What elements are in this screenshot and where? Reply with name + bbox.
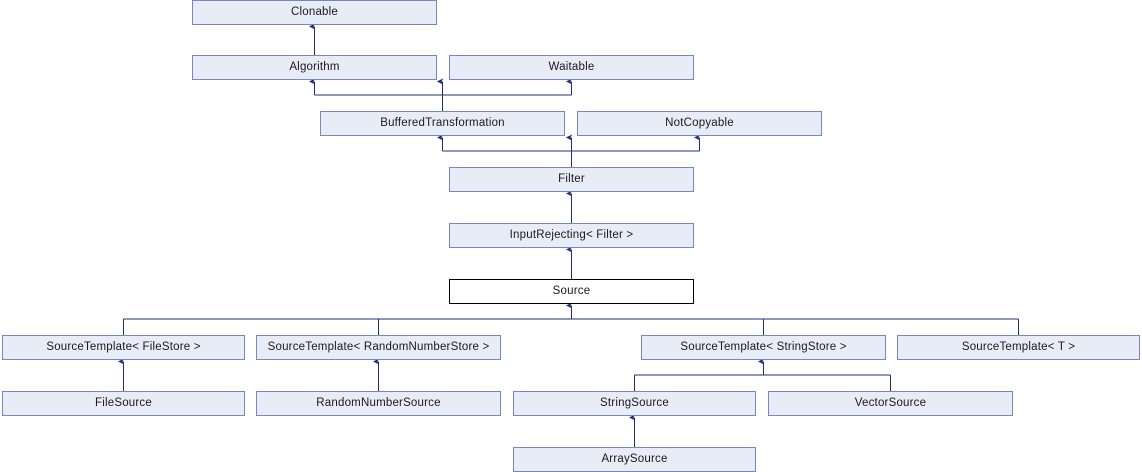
class-node-label: StringSource (600, 396, 669, 409)
class-node-inputrejecting[interactable]: InputRejecting< Filter > (449, 223, 694, 248)
class-node-st-t[interactable]: SourceTemplate< T > (897, 335, 1140, 360)
class-node-label: NotCopyable (665, 116, 734, 129)
class-node-label: SourceTemplate< T > (961, 340, 1076, 353)
class-node-bufferedtransformation[interactable]: BufferedTransformation (320, 111, 565, 136)
class-node-label: Filter (558, 172, 585, 185)
class-node-clonable[interactable]: Clonable (192, 0, 437, 25)
class-node-label: Clonable (291, 5, 338, 18)
class-node-label: Algorithm (289, 60, 340, 73)
class-node-label: Waitable (548, 60, 595, 73)
class-node-st-filestore[interactable]: SourceTemplate< FileStore > (2, 335, 245, 360)
class-node-filter[interactable]: Filter (449, 167, 694, 192)
class-node-label: Source (552, 284, 591, 297)
class-node-label: ArraySource (601, 452, 668, 465)
class-node-label: SourceTemplate< RandomNumberStore > (267, 340, 490, 353)
class-node-label: SourceTemplate< StringStore > (680, 340, 847, 353)
class-node-algorithm[interactable]: Algorithm (192, 55, 437, 80)
class-node-st-stringstore[interactable]: SourceTemplate< StringStore > (641, 335, 886, 360)
class-node-label: VectorSource (854, 396, 927, 409)
class-node-randomnumbersource[interactable]: RandomNumberSource (256, 391, 501, 416)
class-node-label: BufferedTransformation (380, 116, 505, 129)
class-node-vectorsource[interactable]: VectorSource (768, 391, 1013, 416)
class-node-stringsource[interactable]: StringSource (513, 391, 756, 416)
class-node-waitable[interactable]: Waitable (449, 55, 694, 80)
class-node-label: FileSource (95, 396, 152, 409)
class-node-source[interactable]: Source (449, 279, 694, 304)
class-node-st-randomnumberstore[interactable]: SourceTemplate< RandomNumberStore > (256, 335, 501, 360)
class-node-label: SourceTemplate< FileStore > (46, 340, 201, 353)
class-node-notcopyable[interactable]: NotCopyable (577, 111, 822, 136)
class-node-arraysource[interactable]: ArraySource (513, 447, 756, 472)
class-node-filesource[interactable]: FileSource (2, 391, 245, 416)
class-node-label: InputRejecting< Filter > (509, 228, 634, 241)
class-node-label: RandomNumberSource (316, 396, 441, 409)
